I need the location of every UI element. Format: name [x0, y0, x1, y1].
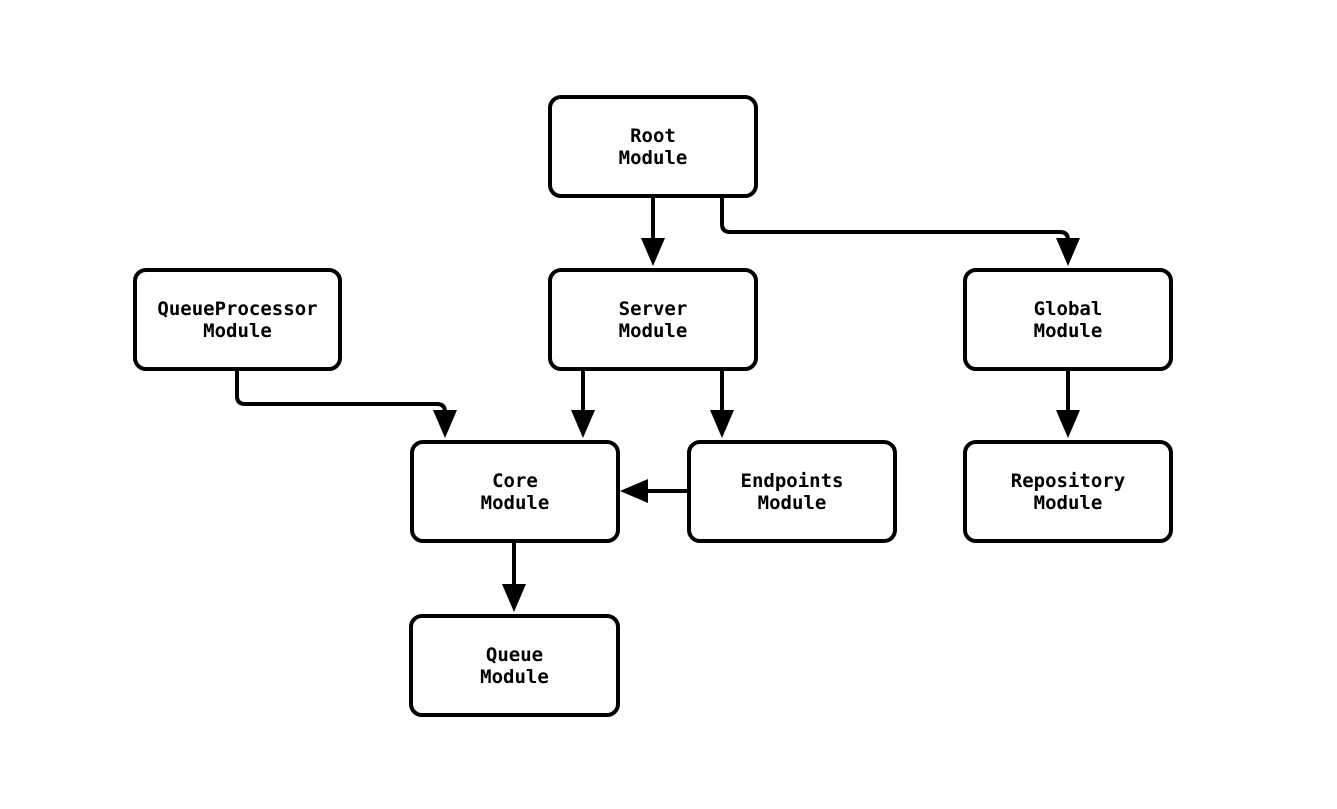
node-repository-module-label-line1: Repository [1010, 469, 1126, 492]
node-queueprocessor-module[interactable]: QueueProcessor Module [133, 268, 342, 371]
edge-endpoints-to-core [620, 479, 687, 503]
node-endpoints-module-label-line2: Module [757, 491, 827, 514]
node-repository-module[interactable]: Repository Module [963, 440, 1173, 543]
node-queueprocessor-module-label-line1: QueueProcessor [157, 297, 318, 320]
node-core-module[interactable]: Core Module [410, 440, 620, 543]
node-queue-module[interactable]: Queue Module [409, 614, 620, 717]
edge-root-to-server [641, 198, 665, 266]
node-global-module[interactable]: Global Module [963, 268, 1173, 371]
node-root-module-label-line2: Module [618, 146, 688, 169]
edge-root-to-global [720, 198, 1080, 266]
node-queue-module-label-line2: Module [480, 665, 549, 688]
edge-global-to-repository [1056, 371, 1080, 438]
edge-server-to-endpoints [710, 371, 734, 438]
node-root-module[interactable]: Root Module [548, 95, 758, 198]
node-server-module-label-line1: Server [618, 297, 688, 320]
edge-core-to-queue [502, 543, 526, 612]
node-endpoints-module-label-line1: Endpoints [740, 469, 844, 492]
node-core-module-label-line2: Module [480, 491, 550, 514]
edge-queueprocessor-to-core [235, 371, 457, 438]
node-repository-module-label-line2: Module [1033, 491, 1103, 514]
node-server-module-label-line2: Module [618, 319, 688, 342]
node-root-module-label-line1: Root [630, 124, 676, 147]
node-core-module-label-line1: Core [492, 469, 538, 492]
node-global-module-label-line2: Module [1033, 319, 1103, 342]
edge-server-to-core [571, 371, 595, 438]
node-queueprocessor-module-label-line2: Module [203, 319, 272, 342]
node-global-module-label-line1: Global [1033, 297, 1103, 320]
node-endpoints-module[interactable]: Endpoints Module [687, 440, 897, 543]
node-server-module[interactable]: Server Module [548, 268, 758, 371]
node-queue-module-label-line1: Queue [485, 643, 544, 666]
